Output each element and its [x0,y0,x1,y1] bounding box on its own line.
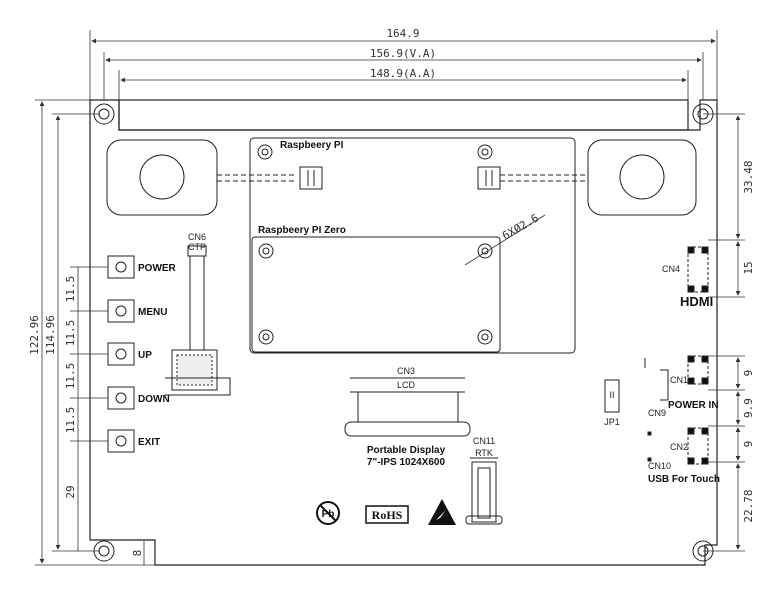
dim-right-top: 33.48 [742,160,755,193]
dim-btn-spacing-2: 11.5 [64,320,77,347]
side-buttons [107,255,135,453]
dim-bottom-small: 8 [131,550,144,557]
dim-right-hdmi: 15 [742,261,755,274]
top-dimensions [89,30,718,100]
cn6-connector [165,245,231,396]
dim-left-inner: 114.96 [44,315,57,355]
lcd-label: LCD [397,380,416,390]
cn11-rtk-connector [465,457,503,525]
hdmi-label: HDMI [680,294,713,309]
cn3-label: CN3 [397,366,415,376]
esd-warning-icon [428,499,456,525]
svg-text:Pb: Pb [322,509,335,520]
speaker-left [106,139,295,216]
hole-spec: 6XØ2.6 [500,211,541,242]
cn11-label: CN11 [473,436,495,446]
raspberry-pi-label: Raspbeery PI [280,140,344,151]
rohs-icon: RoHS [365,505,409,524]
dim-right-usb: 9 [742,441,755,448]
dim-top-total: 164.9 [386,27,419,40]
cn2-label: CN2 [670,442,688,452]
dim-left-bottom: 29 [64,485,77,498]
cn1-power-connector [644,355,709,401]
board-outline [89,99,718,566]
button-menu-label: MENU [138,307,167,318]
cn3-lcd-connector [344,377,471,437]
dim-right-bottom: 22.78 [742,489,755,522]
cn1-label: CN1 [670,375,688,385]
button-power-label: POWER [138,263,177,274]
power-in-label: POWER IN [668,400,719,411]
product-spec: 7"-IPS 1024X600 [367,457,446,468]
dim-top-va: 156.9(V.A) [370,47,436,60]
jp1-label: JP1 [604,417,620,427]
cn2-usb-connector [647,427,709,465]
dim-btn-spacing-3: 11.5 [64,363,77,390]
cn4-hdmi-connector [687,246,709,293]
product-name: Portable Display [367,445,446,456]
dim-btn-spacing-4: 11.5 [64,407,77,434]
dim-left-outer: 122.96 [28,315,41,355]
cn10-label: CN10 [648,461,671,471]
button-up-label: UP [138,350,152,361]
pb-free-icon: Pb [316,501,340,525]
raspberry-pi-zero-outline [251,214,546,353]
jp1-jumper [604,379,620,413]
ctp-label: CTP [188,242,206,252]
svg-text:RoHS: RoHS [372,508,403,522]
cn4-label: CN4 [662,264,680,274]
raspberry-pi-outline [249,137,576,354]
jp1-pins: II [609,390,614,400]
cn6-label: CN6 [188,232,206,242]
button-exit-label: EXIT [138,437,160,448]
dim-right-power: 9 [742,370,755,377]
rtk-label: RTK [475,448,493,458]
raspberry-pi-zero-label: Raspbeery PI Zero [258,225,346,236]
cn9-label: CN9 [648,408,666,418]
right-dimensions [703,113,745,552]
speaker-right [500,139,697,216]
usb-touch-label: USB For Touch [648,474,720,485]
dim-btn-spacing-1: 11.5 [64,276,77,303]
button-down-label: DOWN [138,394,170,405]
left-dimensions [35,99,155,566]
dim-right-gap: 9.9 [742,398,755,418]
dim-top-aa: 148.9(A.A) [370,67,436,80]
